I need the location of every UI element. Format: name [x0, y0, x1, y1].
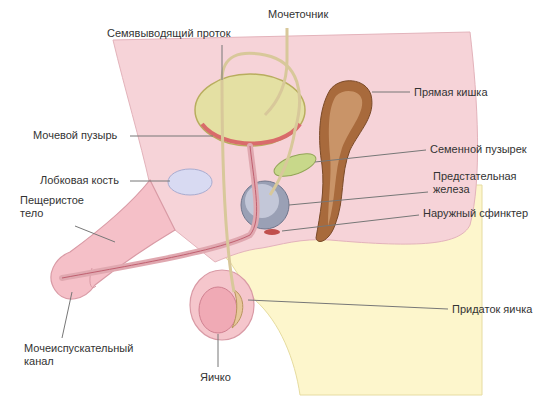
part-label: Предстательная железа [433, 170, 533, 196]
pubic-bone-shape [168, 169, 212, 195]
bladder-shape [195, 74, 305, 146]
part-label: Мочеточник [268, 8, 328, 21]
seminal-vesicle-shape [271, 149, 319, 181]
leader-line [130, 136, 213, 137]
scrotum-shape [190, 270, 254, 340]
leader-line [289, 192, 428, 205]
vas-deferens [222, 53, 300, 292]
leader-line [282, 215, 419, 231]
leader-line [218, 334, 219, 367]
urethra-tube [62, 146, 257, 278]
part-label: Семенной пузырек [430, 143, 527, 156]
part-label: Пещеристое тело [20, 194, 100, 220]
part-label: Лобковая кость [40, 174, 119, 187]
bladder-band [202, 124, 300, 144]
part-label: Прямая кишка [414, 86, 488, 99]
leader-line [315, 150, 426, 162]
part-label: Мочеиспускательный канал [24, 342, 154, 368]
leader-line [62, 292, 72, 338]
prostate-shape [241, 181, 289, 229]
leader-lines [62, 45, 448, 367]
leader-line [372, 92, 410, 93]
epididymis-shape [232, 290, 243, 328]
part-label: Наружный сфинктер [423, 207, 528, 220]
testis-shape [199, 287, 237, 333]
leader-line [130, 181, 170, 182]
part-label: Придаток яичка [452, 303, 532, 316]
leader-line [248, 300, 448, 309]
leader-line [75, 226, 115, 242]
part-label: Мочевой пузырь [33, 129, 117, 142]
ureter [265, 28, 287, 115]
part-label: Семявыводящий проток [107, 27, 231, 40]
urethra-line [62, 146, 257, 278]
sphincter-shape [264, 229, 280, 235]
leader-line [222, 45, 223, 80]
part-label: Яичко [200, 371, 231, 384]
